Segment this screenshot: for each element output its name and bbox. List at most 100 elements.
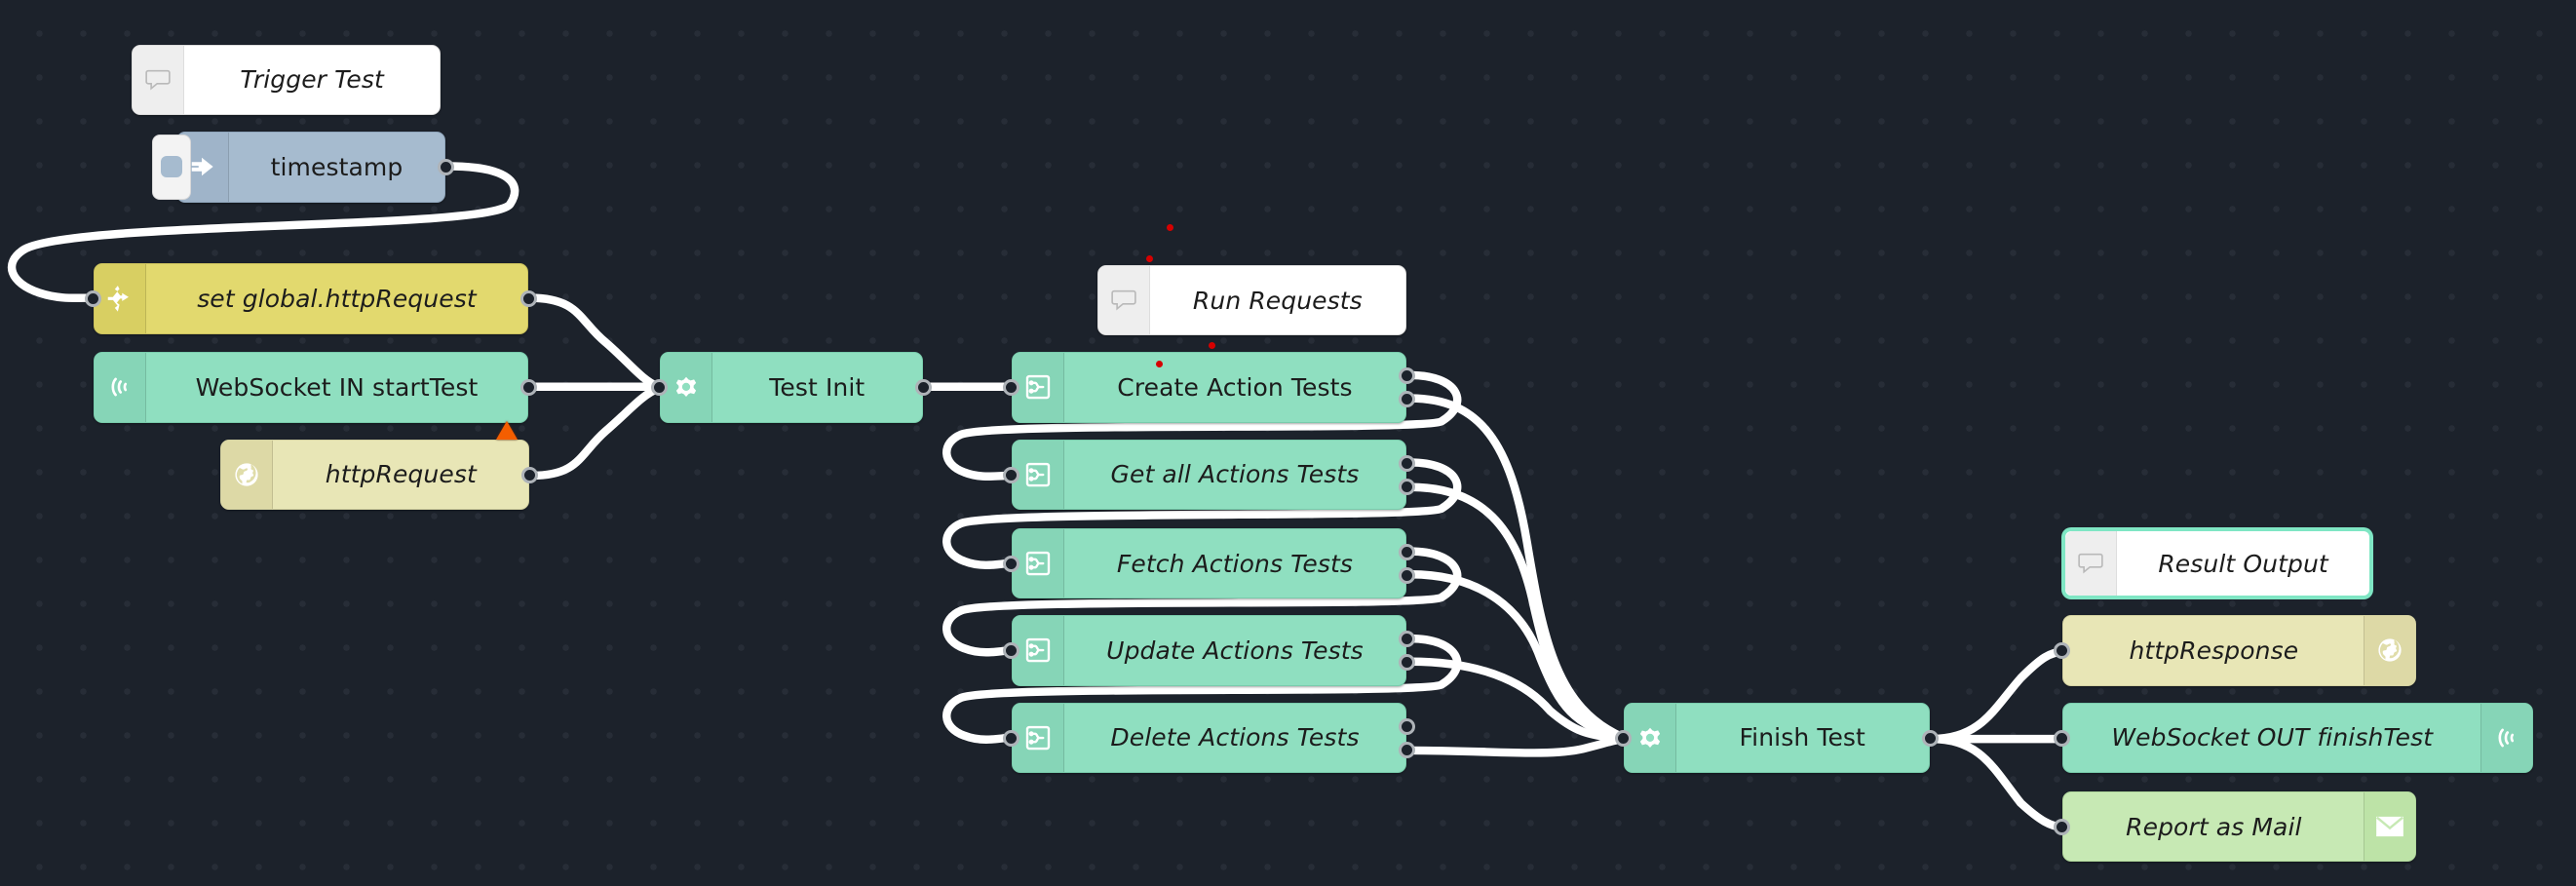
node-label: Run Requests: [1192, 286, 1363, 315]
gear-icon-container: [660, 353, 712, 422]
wire-delete-to-finish: [1405, 734, 1627, 757]
node-label: httpResponse: [2129, 636, 2299, 665]
comment-icon-container: [1097, 265, 1150, 335]
node-trigger-test-comment[interactable]: Trigger Test: [132, 44, 442, 116]
output-port-2[interactable]: [1399, 654, 1415, 672]
output-port-1[interactable]: [1399, 367, 1415, 385]
node-test-init[interactable]: Test Init: [650, 352, 932, 423]
comment-icon-container: [2065, 530, 2118, 597]
node-label: WebSocket IN startTest: [195, 372, 479, 402]
wire-getall-to-finish: [1405, 482, 1627, 744]
node-label: httpRequest: [325, 460, 477, 489]
globe-icon-container: [2364, 616, 2416, 685]
output-port-1[interactable]: [1399, 454, 1415, 472]
envelope-icon: [2375, 814, 2404, 839]
output-port-1[interactable]: [1399, 631, 1415, 648]
node-report-as-mail[interactable]: Report as Mail: [2054, 790, 2417, 863]
wire-finish-to-mail: [1927, 734, 2068, 832]
node-label: Finish Test: [1739, 723, 1865, 752]
node-label: Get all Actions Tests: [1110, 460, 1360, 489]
subflow-icon-container: [1012, 703, 1064, 773]
wire-setglobal-to-testinit: [525, 293, 663, 391]
envelope-icon-container: [2364, 791, 2416, 862]
node-label: Create Action Tests: [1117, 372, 1353, 402]
node-websocket-out-finishtest[interactable]: WebSocket OUT finishTest: [2054, 702, 2534, 774]
node-label: timestamp: [270, 152, 404, 181]
subflow-icon-container: [1012, 353, 1064, 422]
node-httprequest-node[interactable]: httpRequest: [220, 420, 539, 511]
node-httpresponse-node[interactable]: httpResponse: [2054, 615, 2417, 686]
node-result-output-comment[interactable]: Result Output: [2062, 527, 2372, 599]
output-port-1[interactable]: [519, 379, 537, 397]
node-label: Update Actions Tests: [1106, 636, 1364, 665]
output-port-1[interactable]: [519, 290, 537, 308]
node-get-all-actions-tests[interactable]: Get all Actions Tests: [1002, 439, 1415, 511]
change-marker-upper: [1166, 223, 1173, 231]
change-marker-create: [1156, 360, 1164, 367]
node-websocket-in-starttest[interactable]: WebSocket IN startTest: [94, 352, 537, 423]
input-port[interactable]: [1002, 556, 1019, 573]
websocket-signal-icon-container: [95, 353, 147, 422]
wire-finish-to-httpresponse: [1927, 647, 2068, 744]
node-update-actions-tests[interactable]: Update Actions Tests: [1002, 615, 1415, 686]
wire-update-to-finish: [1405, 657, 1627, 744]
inject-arrow-icon: [188, 152, 217, 181]
input-port[interactable]: [1614, 729, 1632, 747]
gear-icon-container: [1624, 703, 1676, 773]
node-label: set global.httpRequest: [197, 284, 477, 313]
node-finish-test[interactable]: Finish Test: [1614, 702, 1939, 774]
node-run-requests-comment[interactable]: Run Requests: [1096, 264, 1406, 336]
comment-icon: [1109, 286, 1138, 315]
output-port-1[interactable]: [1921, 729, 1939, 747]
node-set-global-httprequest[interactable]: set global.httpRequest: [85, 263, 537, 334]
change-braces-icon-container: [95, 264, 147, 333]
subflow-icon: [1023, 549, 1053, 578]
comment-icon: [2076, 549, 2105, 578]
node-delete-actions-tests[interactable]: Delete Actions Tests: [1002, 702, 1415, 774]
node-label: Result Output: [2158, 549, 2328, 578]
node-label: Test Init: [769, 372, 865, 402]
node-label: Fetch Actions Tests: [1116, 549, 1354, 578]
output-port-2[interactable]: [1399, 478, 1415, 495]
node-label: Delete Actions Tests: [1110, 723, 1360, 752]
subflow-icon-container: [1012, 440, 1064, 510]
globe-icon: [232, 460, 261, 489]
node-fetch-actions-tests[interactable]: Fetch Actions Tests: [1002, 527, 1415, 599]
output-port-1[interactable]: [1399, 544, 1415, 561]
output-port-1[interactable]: [521, 466, 539, 483]
gear-icon: [1634, 722, 1666, 753]
comment-icon-container: [133, 45, 185, 115]
subflow-icon: [1023, 460, 1053, 489]
input-port[interactable]: [1002, 729, 1019, 747]
output-port-1[interactable]: [1399, 717, 1415, 735]
websocket-signal-icon: [105, 372, 135, 402]
subflow-icon-container: [1012, 528, 1064, 598]
inject-button-glyph: [160, 156, 182, 178]
warning-triangle-icon: [496, 420, 519, 440]
unsaved-change-indicator: [1209, 342, 1216, 350]
subflow-icon: [1023, 723, 1053, 752]
change-braces-icon: [104, 283, 135, 314]
websocket-signal-icon-container: [2480, 703, 2533, 773]
subflow-icon: [1023, 636, 1053, 665]
change-marker-lower: [1146, 254, 1154, 262]
subflow-icon-container: [1012, 616, 1064, 685]
output-port-2[interactable]: [1399, 391, 1415, 408]
output-port-2[interactable]: [1399, 567, 1415, 585]
subflow-icon: [1023, 372, 1053, 402]
node-label: Report as Mail: [2126, 812, 2302, 841]
input-port[interactable]: [1002, 466, 1019, 483]
output-port-1[interactable]: [438, 159, 455, 176]
node-label: WebSocket OUT finishTest: [2111, 723, 2434, 752]
wire-fetch-to-finish: [1405, 570, 1627, 744]
node-create-action-tests[interactable]: Create Action Tests: [1002, 342, 1415, 423]
inject-trigger-button[interactable]: [151, 135, 191, 200]
node-timestamp-inject[interactable]: timestamp: [151, 132, 455, 203]
output-port-2[interactable]: [1399, 741, 1415, 758]
wire-create-to-finish: [1405, 394, 1627, 742]
globe-icon-container: [221, 440, 274, 510]
output-port-1[interactable]: [914, 379, 932, 397]
websocket-signal-icon: [2492, 723, 2521, 752]
wire-httprequest-to-testinit: [527, 384, 663, 481]
